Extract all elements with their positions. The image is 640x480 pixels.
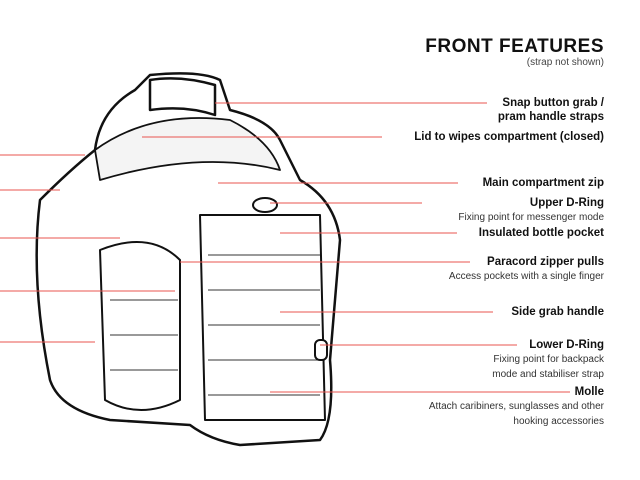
molle-webbing [110, 254, 320, 396]
page-title: FRONT FEATURES [425, 36, 604, 57]
feature-name: Lower D-Ring [529, 339, 604, 351]
leader-lines [0, 102, 570, 393]
feature-desc: Access pockets with a single finger [448, 271, 604, 282]
feature-name: Main compartment zip [482, 177, 604, 189]
feature-name: Upper D-Ring [529, 197, 604, 209]
feature-bottle-pocket: Insulated bottle pocket [479, 226, 604, 240]
feature-name: pram handle straps [497, 111, 604, 123]
feature-name: Side grab handle [511, 306, 604, 318]
feature-desc: Fixing point for backpack [493, 354, 604, 365]
feature-snap-button: Snap button grab / pram handle straps [498, 96, 604, 124]
feature-desc: Fixing point for messenger mode [458, 212, 604, 223]
feature-side-grab: Side grab handle [511, 305, 604, 319]
upper-d-ring [252, 197, 278, 213]
feature-name: Insulated bottle pocket [478, 227, 604, 239]
feature-desc: mode and stabiliser strap [492, 369, 604, 380]
feature-name: Molle [574, 386, 604, 398]
feature-main-zip: Main compartment zip [483, 176, 604, 190]
page-subtitle: (strap not shown) [526, 57, 604, 68]
feature-lid: Lid to wipes compartment (closed) [414, 130, 604, 144]
feature-desc: Attach caribiners, sunglasses and other [428, 401, 604, 412]
feature-name: Snap button grab / [502, 97, 604, 109]
feature-desc: hooking accessories [513, 416, 604, 427]
feature-name: Paracord zipper pulls [487, 256, 604, 268]
feature-name: Lid to wipes compartment (closed) [414, 131, 604, 143]
lower-d-ring [314, 339, 328, 361]
bag-outline [35, 72, 342, 447]
